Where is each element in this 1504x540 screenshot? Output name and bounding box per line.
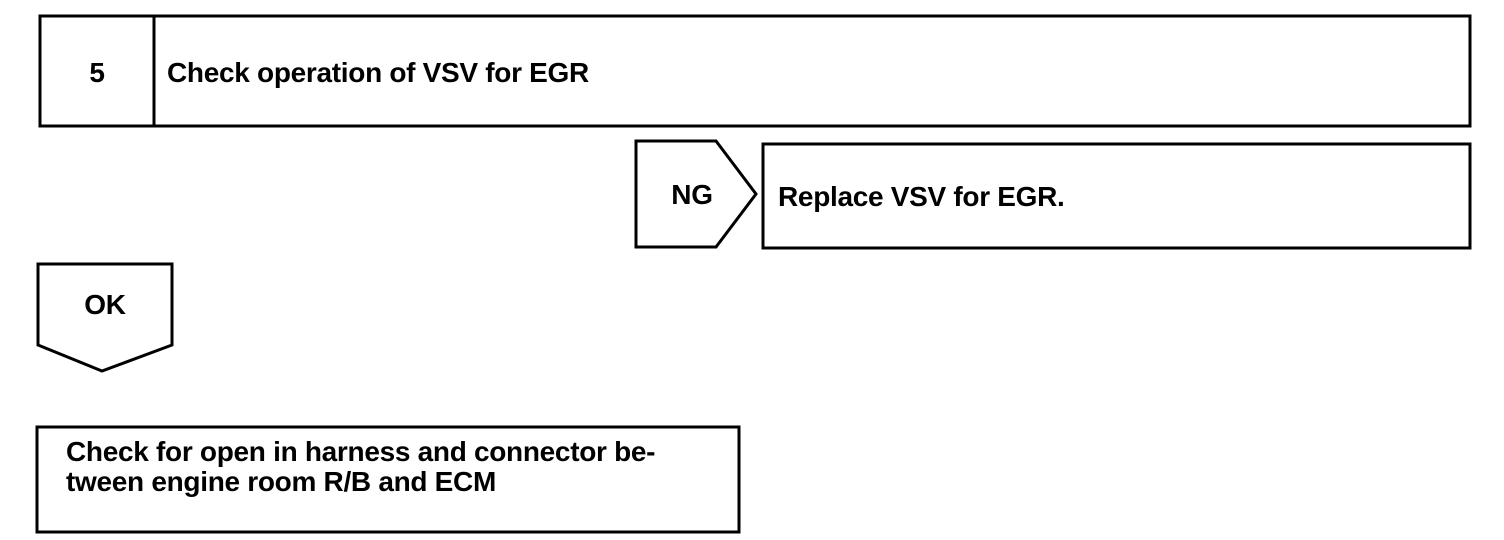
ok-arrow-shape <box>36 262 174 373</box>
next-check-line-2: tween engine room R/B and ECM <box>66 466 497 497</box>
next-check-box <box>35 425 741 534</box>
next-check-text: Check for open in harness and connector … <box>66 436 656 497</box>
ng-arrow-shape <box>634 139 758 249</box>
ng-label: NG <box>671 179 713 210</box>
ng-action-text: Replace VSV for EGR. <box>778 181 1065 212</box>
step-box <box>38 14 1472 128</box>
step-title: Check operation of VSV for EGR <box>167 57 589 88</box>
next-check-line-1: Check for open in harness and connector … <box>66 436 656 467</box>
ok-label: OK <box>84 289 126 320</box>
ng-action-box <box>761 142 1472 250</box>
step-number: 5 <box>89 57 105 88</box>
